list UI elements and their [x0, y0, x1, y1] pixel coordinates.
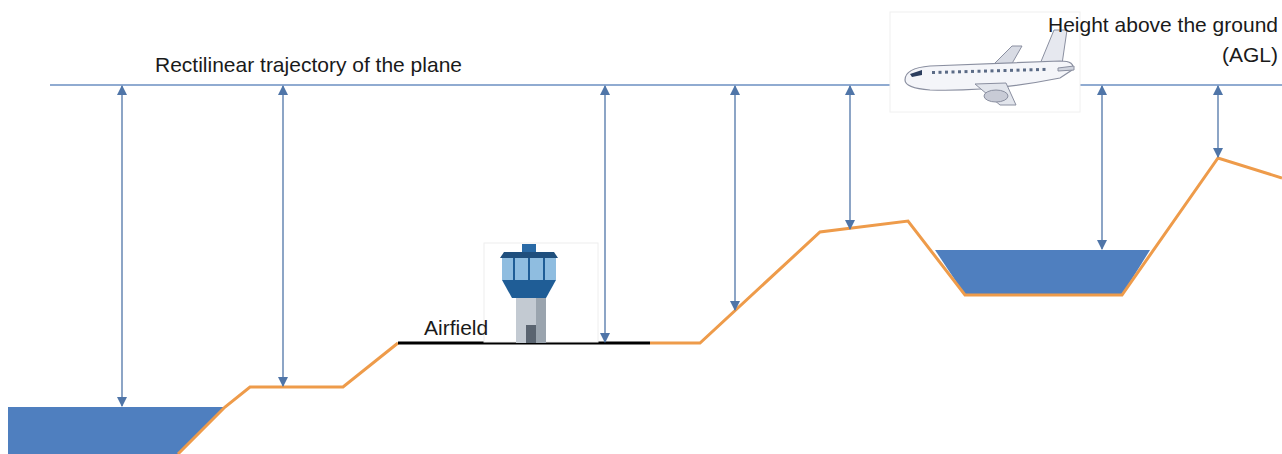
plane-window [997, 69, 1000, 72]
plane-window [932, 71, 935, 74]
plane-window [991, 69, 994, 72]
plane-window [939, 71, 942, 74]
plane-window [952, 70, 955, 73]
control-tower [484, 243, 598, 343]
plane-window [945, 71, 948, 74]
height-arrows [122, 86, 1218, 406]
plane-window [984, 70, 987, 73]
agl-label: Height above the ground (AGL) [1016, 10, 1278, 70]
plane-window [1036, 68, 1039, 71]
plane-window [1004, 69, 1007, 72]
terrain-line [178, 343, 398, 454]
trajectory-label: Rectilinear trajectory of the plane [155, 50, 462, 80]
plane-window [1030, 68, 1033, 71]
terrain-line [650, 158, 1282, 343]
plane-window [1010, 69, 1013, 72]
water-left [8, 407, 225, 454]
water-lake [935, 250, 1150, 295]
plane-window [978, 70, 981, 73]
plane-window [965, 70, 968, 73]
airfield-label: Airfield [424, 313, 488, 343]
plane-window [1023, 68, 1026, 71]
plane-window [958, 70, 961, 73]
plane-window [1043, 68, 1046, 71]
plane-window [1017, 69, 1020, 72]
plane-window [971, 70, 974, 73]
trajectory-line [50, 84, 1282, 86]
